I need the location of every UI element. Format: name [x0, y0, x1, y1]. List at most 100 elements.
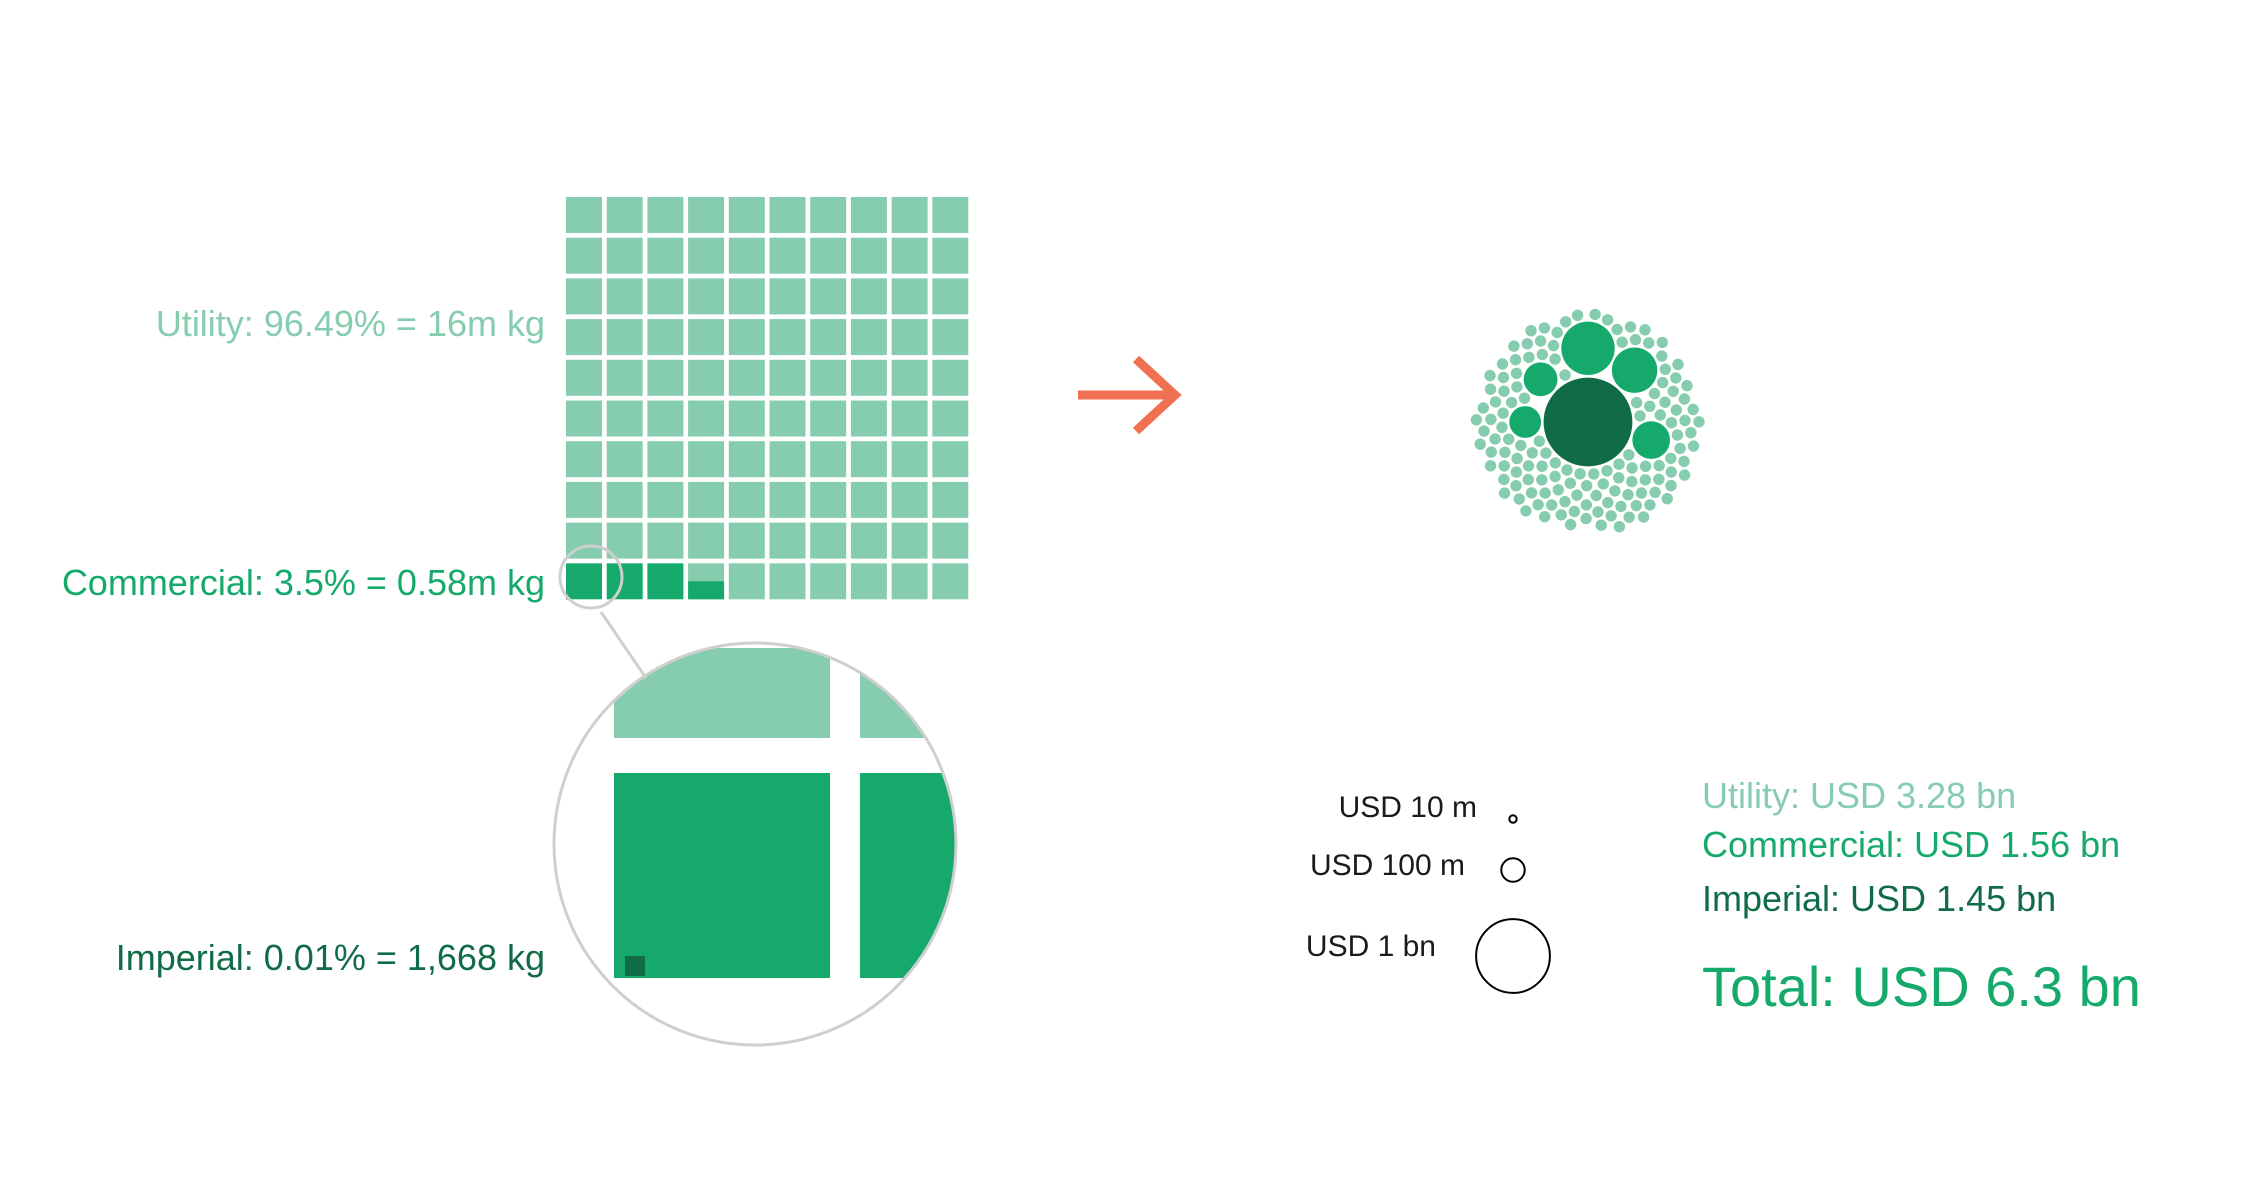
waffle-cell-utility: [810, 522, 847, 559]
bubble-utility: [1616, 336, 1628, 348]
bubble-utility: [1657, 376, 1669, 389]
bubble-utility: [1665, 452, 1677, 465]
bubble-utility: [1564, 518, 1577, 531]
bubble-utility: [1534, 335, 1547, 347]
waffle-cell-commercial: [606, 563, 643, 600]
waffle-label-utility: Utility: 96.49% = 16m kg: [156, 303, 545, 344]
waffle-cell-utility: [769, 481, 806, 518]
waffle-cell-utility: [769, 197, 806, 233]
bubble-utility: [1648, 387, 1661, 400]
legend-label-10m: USD 10 m: [1339, 791, 1477, 824]
waffle-cell-utility: [932, 400, 969, 437]
waffle-cell-utility: [728, 563, 765, 600]
bubble-utility: [1539, 511, 1551, 523]
bubble-utility: [1546, 499, 1558, 511]
bubble-utility: [1681, 380, 1693, 392]
waffle-chart: [566, 197, 969, 600]
bubble-utility: [1665, 466, 1678, 478]
bubble-utility: [1626, 462, 1638, 474]
bubble-commercial: [1611, 347, 1658, 393]
bubble-utility: [1659, 396, 1671, 408]
bubble-utility: [1634, 410, 1646, 422]
bubble-utility: [1571, 489, 1583, 501]
bubble-utility: [1609, 485, 1621, 497]
waffle-cell-utility: [566, 400, 602, 437]
waffle-cell-utility: [769, 400, 806, 437]
bubble-utility: [1630, 396, 1643, 409]
bubble-utility: [1559, 496, 1571, 508]
bubble-utility: [1549, 457, 1562, 469]
bubble-utility: [1611, 323, 1623, 336]
bubble-utility: [1678, 455, 1690, 468]
bubble-utility: [1623, 449, 1635, 461]
waffle-cell-utility: [769, 319, 806, 356]
bubble-utility: [1674, 442, 1686, 455]
bubble-utility: [1665, 417, 1678, 429]
waffle-cell-utility: [769, 278, 806, 315]
waffle-cell-utility: [728, 481, 765, 518]
waffle-cell-utility: [769, 359, 806, 396]
bubble-utility: [1601, 465, 1613, 477]
bubble-utility: [1639, 324, 1651, 336]
waffle-label-imperial: Imperial: 0.01% = 1,668 kg: [116, 937, 545, 978]
bubble-utility: [1489, 396, 1502, 408]
bubble-utility: [1693, 416, 1705, 428]
waffle-cell-utility: [891, 197, 928, 233]
bubble-commercial: [1632, 421, 1670, 459]
bubble-utility: [1477, 402, 1490, 414]
bubble-utility: [1626, 475, 1638, 488]
legend-circle-1bn: [1475, 918, 1551, 994]
bubble-utility: [1654, 409, 1667, 421]
bubble-utility: [1489, 433, 1501, 445]
bubble-utility: [1656, 350, 1668, 362]
bubble-utility: [1653, 459, 1665, 472]
waffle-cell-utility: [606, 359, 643, 396]
waffle-cell-utility: [688, 400, 725, 437]
waffle-cell-utility: [769, 522, 806, 559]
bubble-utility: [1561, 464, 1573, 476]
waffle-cell-utility: [850, 197, 887, 233]
total-overall: Total: USD 6.3 bn: [1702, 955, 2141, 1018]
waffle-cell-commercial: [566, 563, 602, 600]
zoom-tile-utility: [614, 648, 830, 738]
waffle-cell-utility: [891, 522, 928, 559]
bubble-utility: [1497, 407, 1509, 419]
bubble-utility: [1630, 499, 1643, 512]
right-arrow-icon: [1078, 355, 1182, 435]
bubble-utility: [1498, 473, 1510, 486]
waffle-cell-utility: [566, 441, 602, 478]
magnifier-lens: [552, 641, 958, 1047]
bubble-utility: [1678, 393, 1691, 405]
waffle-cell-utility: [850, 481, 887, 518]
bubble-utility: [1518, 392, 1531, 404]
waffle-cell-utility: [728, 237, 765, 274]
bubble-utility: [1536, 460, 1548, 472]
legend-label-100m: USD 100 m: [1310, 849, 1465, 882]
bubble-imperial: [1543, 377, 1633, 467]
bubble-utility: [1665, 479, 1677, 492]
waffle-cell-utility: [891, 278, 928, 315]
waffle-cell-utility: [728, 400, 765, 437]
bubble-cluster: [1470, 308, 1705, 533]
total-imperial: Imperial: USD 1.45 bn: [1702, 878, 2056, 919]
bubble-utility: [1661, 493, 1673, 505]
bubble-utility: [1622, 489, 1634, 501]
waffle-cell-utility: [932, 481, 969, 518]
bubble-utility: [1639, 460, 1652, 472]
bubble-utility: [1520, 505, 1532, 517]
waffle-cell-utility: [606, 481, 643, 518]
bubble-utility: [1605, 510, 1617, 522]
waffle-cell-utility: [891, 237, 928, 274]
bubble-utility: [1613, 458, 1625, 470]
bubble-utility: [1560, 316, 1572, 328]
waffle-cell-utility: [850, 237, 887, 274]
bubble-utility: [1679, 414, 1691, 427]
bubble-utility: [1559, 369, 1571, 381]
bubble-utility: [1515, 439, 1527, 452]
bubble-utility: [1615, 500, 1627, 513]
bubble-utility: [1485, 413, 1497, 425]
waffle-cell-utility: [810, 319, 847, 356]
bubble-utility: [1511, 381, 1523, 393]
waffle-cell-utility: [769, 563, 806, 600]
bubble-utility: [1521, 338, 1534, 350]
